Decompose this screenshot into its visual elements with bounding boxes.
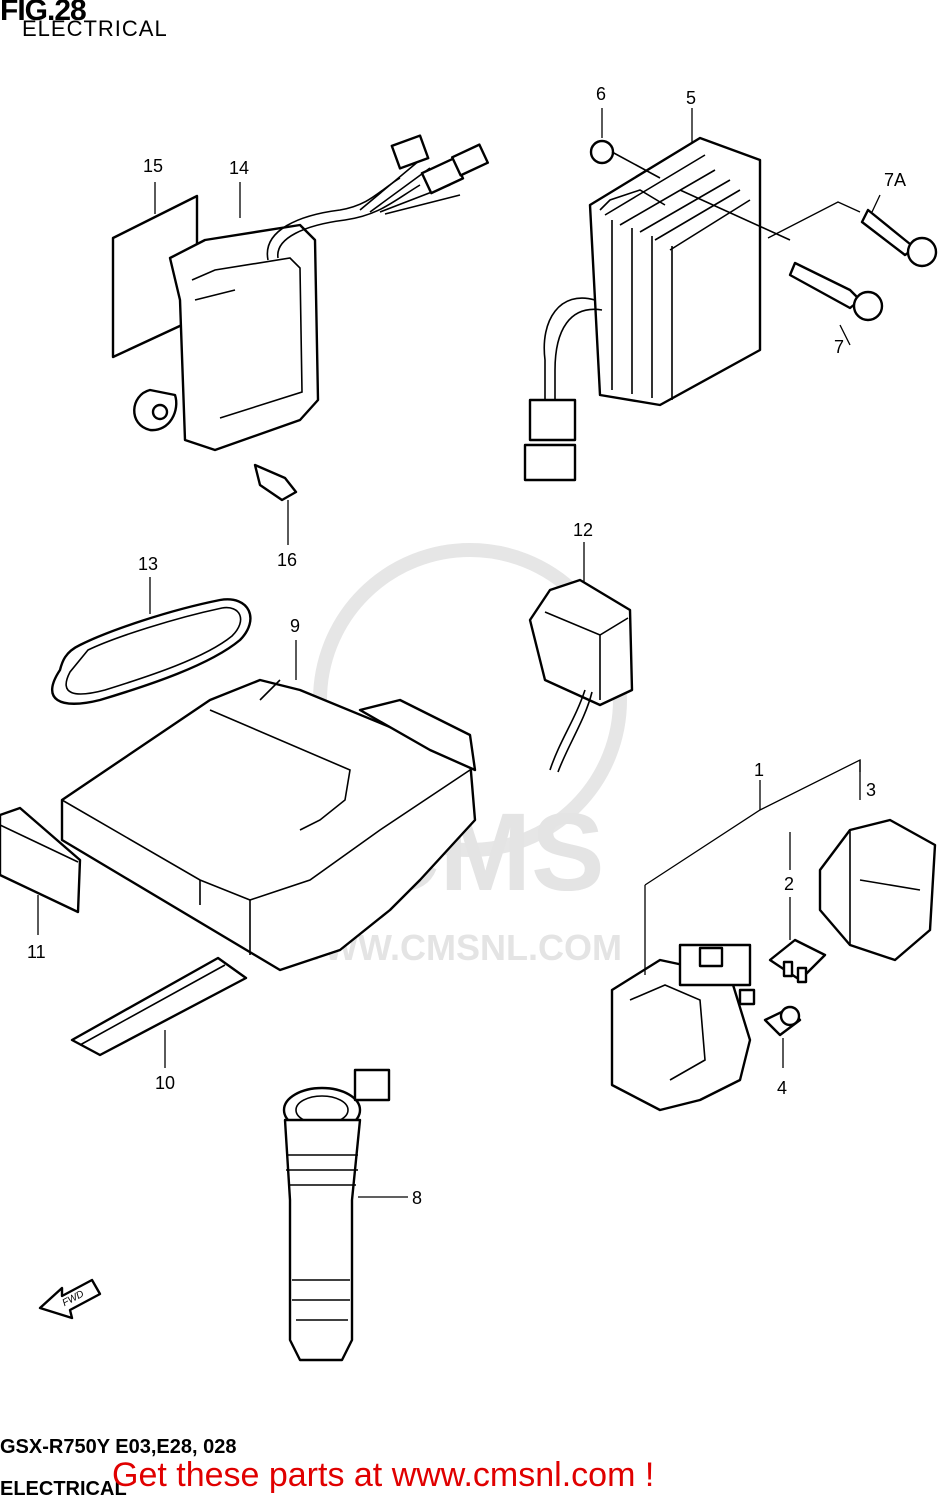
part-9-ecm[interactable] <box>60 678 477 972</box>
part-2-fuse[interactable] <box>768 938 827 984</box>
label-part-3: 3 <box>866 780 876 800</box>
part-8-coil[interactable] <box>282 1068 391 1362</box>
label-part-12: 12 <box>573 520 593 540</box>
label-part-10: 10 <box>155 1073 175 1093</box>
footer-model: GSX-R750Y E03,E28, 028 <box>0 1436 237 1458</box>
part-1-starter-relay[interactable] <box>610 943 756 1112</box>
figure-title: FIG.28 <box>0 0 87 27</box>
part-10-pad[interactable] <box>70 956 248 1057</box>
fwd-arrow: FWD <box>38 1278 102 1320</box>
label-part-8: 8 <box>412 1188 422 1208</box>
label-part-6: 6 <box>596 84 606 104</box>
figure-subtitle: ELECTRICAL <box>22 16 168 41</box>
label-part-2: 2 <box>784 874 794 894</box>
label-part-4: 4 <box>777 1078 787 1098</box>
cta-link[interactable]: Get these parts at www.cmsnl.com ! <box>112 1456 655 1494</box>
part-4-bolt[interactable] <box>763 1005 802 1037</box>
leader-7 <box>839 324 851 346</box>
label-part-14: 14 <box>229 158 249 178</box>
part-12-relay[interactable] <box>528 578 634 773</box>
label-part-5: 5 <box>686 88 696 108</box>
part-14-unit[interactable] <box>111 134 490 502</box>
leader-7a <box>871 194 881 213</box>
footer-section: ELECTRICAL <box>0 1478 127 1500</box>
leader-1-bracket <box>644 758 861 886</box>
label-part-9: 9 <box>290 616 300 636</box>
part-13-gasket[interactable] <box>51 598 252 705</box>
label-part-11: 11 <box>27 942 46 962</box>
label-part-7a: 7A <box>884 170 906 190</box>
label-part-15: 15 <box>143 156 163 176</box>
part-5-regulator[interactable] <box>523 136 938 482</box>
part-3-cover[interactable] <box>818 818 937 962</box>
leader-7a-bracket <box>767 201 861 239</box>
label-part-1: 1 <box>754 760 764 780</box>
label-part-16: 16 <box>277 550 297 570</box>
label-part-7: 7 <box>834 337 844 357</box>
label-part-13: 13 <box>138 554 158 574</box>
part-11-pad[interactable] <box>0 806 82 914</box>
